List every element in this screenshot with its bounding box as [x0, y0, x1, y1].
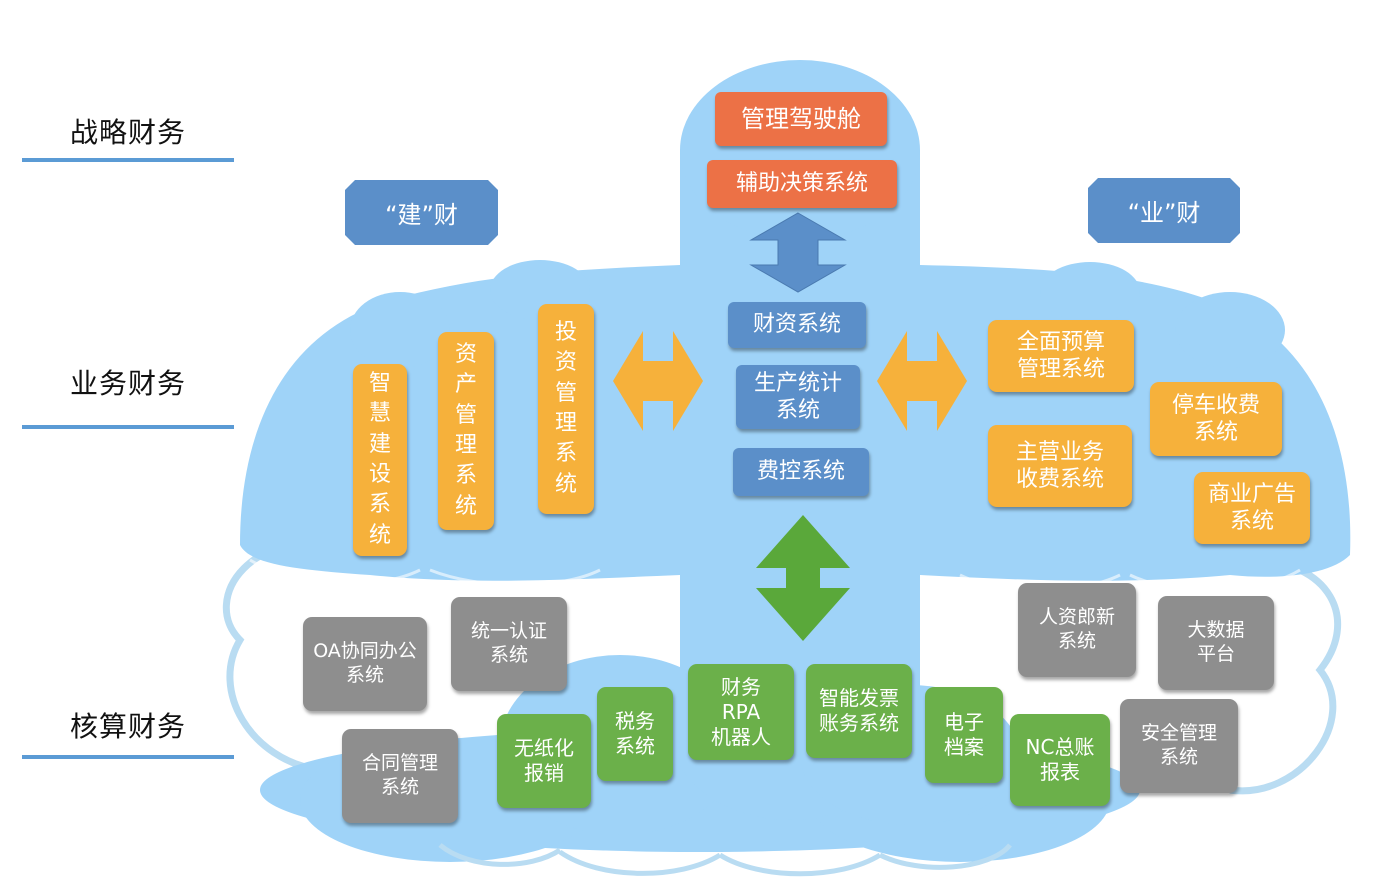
- asset-management-char2: 产: [454, 372, 477, 398]
- box-expense-control-system: 费控系统: [733, 448, 869, 496]
- comprehensive-budget-line1: 全面预算: [1016, 329, 1105, 355]
- box-decision-support: 辅助决策系统: [707, 160, 897, 208]
- tax-line2: 系统: [615, 734, 655, 758]
- big-data-line2: 平台: [1196, 643, 1235, 665]
- comprehensive-budget-line2: 管理系统: [1016, 357, 1105, 382]
- contract-line2: 系统: [380, 776, 419, 798]
- badge-build-finance: “建”财: [345, 180, 498, 245]
- smart-invoice-line1: 智能发票: [819, 686, 899, 710]
- horizontal-arrow-right-icon: [877, 331, 967, 431]
- tier-label-business: 业务财务: [69, 367, 186, 400]
- box-production-stats-line2: 系统: [775, 398, 820, 423]
- box-main-business-fee-system: 主营业务 收费系统: [988, 425, 1132, 507]
- box-security-management-system: 安全管理 系统: [1120, 699, 1238, 793]
- box-tax-system: 税务 系统: [597, 687, 673, 781]
- box-parking-fee-system: 停车收费 系统: [1150, 382, 1282, 456]
- rpa-line1: 财务: [721, 674, 761, 699]
- box-smart-invoice-accounting: 智能发票 账务系统: [806, 664, 912, 758]
- unified-auth-line1: 统一认证: [470, 620, 547, 643]
- badge-business-finance: “业”财: [1088, 178, 1240, 243]
- box-oa-collaboration-system: OA协同办公 系统: [303, 617, 427, 711]
- box-unified-auth-system: 统一认证 系统: [451, 597, 567, 691]
- investment-management-char2: 资: [554, 350, 577, 376]
- lower-cloud-bumps: [438, 843, 1012, 877]
- security-line1: 安全管理: [1140, 722, 1217, 745]
- smart-construction-char4: 设: [368, 462, 391, 487]
- tier-divider-accounting: [22, 755, 234, 759]
- parking-fee-line2: 系统: [1193, 420, 1238, 445]
- box-electronic-archive: 电子 档案: [925, 687, 1003, 783]
- investment-management-char6: 统: [554, 471, 577, 497]
- asset-management-char4: 理: [454, 433, 477, 458]
- main-business-fee-line1: 主营业务: [1015, 439, 1104, 465]
- parking-fee-line1: 停车收费: [1171, 392, 1260, 418]
- oa-line2: 系统: [345, 664, 384, 686]
- box-production-stats-system: 生产统计 系统: [736, 365, 860, 429]
- investment-management-char5: 系: [554, 441, 577, 467]
- smart-construction-char2: 慧: [368, 401, 391, 427]
- box-contract-management-system: 合同管理 系统: [342, 729, 458, 823]
- box-paperless-reimbursement: 无纸化 报销: [497, 714, 591, 808]
- investment-management-char4: 理: [554, 411, 577, 436]
- rpa-line3: 机器人: [711, 724, 771, 749]
- box-hr-system: 人资郎新 系统: [1018, 583, 1136, 677]
- commercial-ads-line2: 系统: [1229, 509, 1274, 534]
- horizontal-arrow-left-icon: [613, 331, 703, 431]
- contract-line1: 合同管理: [361, 752, 438, 775]
- tax-line1: 税务: [615, 709, 655, 733]
- paperless-line1: 无纸化: [514, 736, 574, 760]
- e-archive-line2: 档案: [944, 735, 984, 759]
- box-finance-capital-system: 财资系统: [728, 302, 866, 348]
- asset-management-char3: 管: [454, 402, 477, 428]
- vertical-arrow-blue-icon: [749, 212, 847, 293]
- big-data-line1: 大数据: [1187, 619, 1245, 642]
- paperless-line2: 报销: [524, 761, 564, 785]
- hr-line2: 系统: [1057, 630, 1096, 652]
- e-archive-line1: 电子: [944, 710, 984, 734]
- box-finance-rpa-robot: 财务 RPA 机器人: [688, 664, 794, 760]
- tier-label-strategic: 战略财务: [69, 116, 186, 149]
- box-production-stats-line1: 生产统计: [753, 370, 842, 396]
- tier-divider-strategic: [22, 158, 234, 162]
- investment-management-char3: 管: [554, 380, 577, 406]
- tier-label-accounting: 核算财务: [69, 710, 186, 743]
- asset-management-char1: 资: [454, 341, 477, 367]
- smart-construction-char3: 建: [368, 431, 391, 457]
- commercial-ads-line1: 商业广告: [1207, 481, 1296, 507]
- investment-management-char1: 投: [554, 319, 577, 345]
- box-commercial-ads-system: 商业广告 系统: [1194, 472, 1310, 544]
- security-line2: 系统: [1159, 746, 1198, 768]
- box-comprehensive-budget-system: 全面预算 管理系统: [988, 320, 1134, 392]
- box-management-cockpit: 管理驾驶舱: [715, 92, 887, 146]
- nc-ledger-line2: 报表: [1040, 760, 1080, 784]
- nc-ledger-line1: NC总账: [1025, 735, 1095, 759]
- oa-line1: OA协同办公: [313, 640, 417, 663]
- smart-invoice-line2: 账务系统: [819, 711, 899, 735]
- main-business-fee-line2: 收费系统: [1015, 467, 1104, 492]
- smart-construction-char6: 统: [368, 522, 391, 548]
- tier-divider-business: [22, 425, 234, 429]
- box-nc-ledger-report: NC总账 报表: [1010, 714, 1110, 806]
- box-smart-construction-system: 智 慧 建 设 系 统: [353, 364, 407, 556]
- smart-construction-char1: 智: [368, 370, 391, 396]
- rpa-line2: RPA: [721, 699, 761, 724]
- hr-line1: 人资郎新: [1038, 606, 1115, 629]
- vertical-arrow-green-icon: [756, 515, 850, 641]
- asset-management-char6: 统: [454, 493, 477, 519]
- unified-auth-line2: 系统: [489, 644, 528, 666]
- box-asset-management-system: 资 产 管 理 系 统: [438, 332, 494, 530]
- box-investment-management-system: 投 资 管 理 系 统: [538, 304, 594, 514]
- box-big-data-platform: 大数据 平台: [1158, 596, 1274, 690]
- asset-management-char5: 系: [454, 463, 477, 489]
- smart-construction-char5: 系: [368, 492, 391, 518]
- fuselage-nose: [680, 60, 920, 240]
